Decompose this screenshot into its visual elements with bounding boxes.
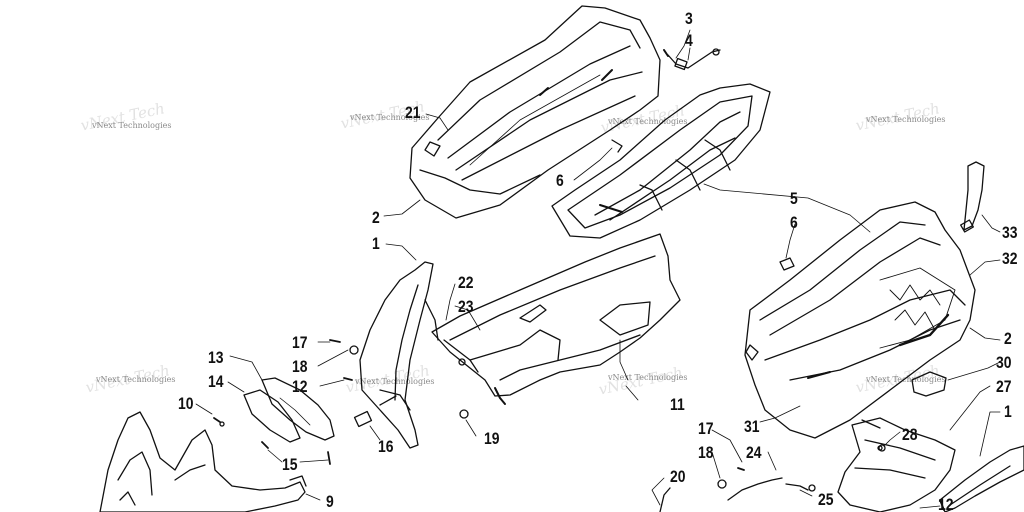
part-upper-console-left: [409, 5, 661, 219]
callout-10: 10: [178, 394, 194, 413]
part-hardware: [213, 339, 945, 512]
watermark: vNext Technologies: [866, 375, 946, 384]
callout-12: 12: [938, 495, 954, 512]
callout-19: 19: [484, 429, 500, 448]
part-side-panels-13-14: [243, 377, 335, 443]
part-bracket-30: [911, 371, 947, 397]
callout-1: 1: [372, 234, 380, 253]
part-skid-1-lower: [939, 445, 1024, 512]
watermark: vNext Technologies: [350, 113, 430, 122]
callout-30: 30: [996, 353, 1012, 372]
callout-2: 2: [372, 208, 380, 227]
callout-20: 20: [670, 467, 686, 486]
callout-13: 13: [208, 348, 224, 367]
callout-14: 14: [208, 372, 224, 391]
part-handle-33: [960, 161, 985, 233]
watermark: vNext Technologies: [608, 117, 688, 126]
callout-33: 33: [1002, 223, 1018, 242]
callout-16: 16: [378, 437, 394, 456]
callout-25: 25: [818, 490, 834, 509]
watermark: vNext Technologies: [92, 121, 172, 130]
callout-9: 9: [326, 492, 334, 511]
callout-23: 23: [458, 297, 474, 316]
callout-18: 18: [698, 443, 714, 462]
part-nose-9: [99, 411, 307, 512]
watermark: vNext Technologies: [608, 373, 688, 382]
callout-6: 6: [790, 213, 798, 232]
watermark: vNext Technologies: [96, 375, 176, 384]
callout-12: 12: [292, 377, 308, 396]
callout-24: 24: [746, 443, 762, 462]
callout-1: 1: [1004, 402, 1012, 421]
callout-17: 17: [292, 333, 308, 352]
callout-3: 3: [685, 9, 693, 28]
callout-11: 11: [670, 395, 685, 414]
leader-lines: [195, 29, 1001, 509]
part-upper-console-right: [744, 201, 976, 439]
part-lower-plate: [837, 417, 956, 512]
callout-31: 31: [744, 417, 760, 436]
callout-4: 4: [685, 31, 693, 50]
watermark: vNext Technologies: [866, 115, 946, 124]
watermark: vNext Technologies: [355, 377, 435, 386]
callout-28: 28: [902, 425, 918, 444]
callout-18: 18: [292, 357, 308, 376]
callout-15: 15: [282, 455, 298, 474]
callout-5: 5: [790, 189, 798, 208]
part-clip-6-right: [779, 257, 795, 271]
part-belly-pan: [431, 233, 681, 405]
callout-17: 17: [698, 419, 714, 438]
callout-21: 21: [405, 103, 421, 122]
callout-22: 22: [458, 273, 474, 292]
callout-32: 32: [1002, 249, 1018, 268]
callout-27: 27: [996, 377, 1012, 396]
part-hood-grille: [551, 83, 771, 239]
part-cable-3-4: [663, 48, 721, 71]
part-bracket-1-upper: [359, 261, 439, 449]
callout-6: 6: [556, 171, 564, 190]
callout-2: 2: [1004, 329, 1012, 348]
